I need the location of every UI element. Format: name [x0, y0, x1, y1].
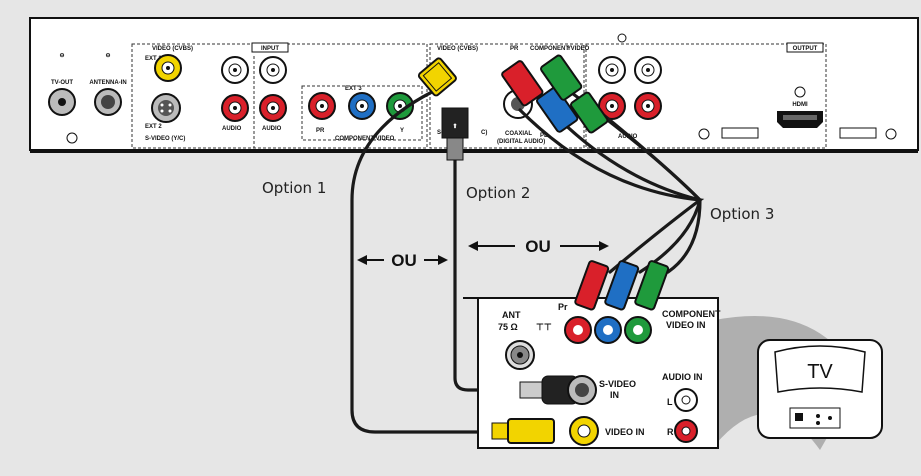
- component-plugs-top: [501, 54, 609, 134]
- audio-r-label: R: [667, 427, 674, 437]
- option2-label: Option 2: [466, 184, 530, 202]
- ext2-svideo-jack: [151, 93, 181, 123]
- antenna-in-label: ANTENNA-IN: [89, 80, 126, 86]
- tv-out-jack: [48, 88, 76, 116]
- out-video-cvbs-label: VIDEO (CVBS): [437, 46, 478, 52]
- out-pr-label: PR: [510, 46, 519, 52]
- component-video-in-label-2: VIDEO IN: [666, 320, 706, 330]
- composite-plug-top: [417, 57, 457, 97]
- audio-l-label: L: [667, 397, 673, 407]
- hdmi-port: [777, 111, 823, 128]
- svg-text:⬆: ⬆: [452, 123, 457, 130]
- audio-label-1: AUDIO: [222, 126, 242, 132]
- screw-hole: [66, 132, 78, 144]
- ext1-video-jack: [154, 54, 182, 82]
- output-audio-jacks: [598, 56, 662, 120]
- coaxial-jack: [503, 89, 533, 119]
- tv-audio-r-jack: [674, 419, 698, 443]
- audio-in-label: AUDIO IN: [662, 372, 703, 382]
- ou-label-1: OU: [391, 251, 417, 270]
- s-video-in-label-1: S-VIDEO: [599, 379, 636, 389]
- component-cable-blue: [553, 113, 702, 274]
- digital-audio-label: (DIGITAL AUDIO): [497, 139, 545, 145]
- input-label: INPUT: [261, 46, 279, 52]
- out-s-video-label: S-: [437, 130, 443, 136]
- tv-icon: TV: [757, 339, 883, 439]
- tv-label: TV: [807, 361, 833, 383]
- tv-out-label: TV-OUT: [51, 80, 73, 86]
- ohm-label: 75 Ω: [498, 322, 518, 332]
- ou-arrow-2: OU: [468, 237, 609, 256]
- antenna-symbol-icon: ⊖: [59, 53, 64, 59]
- option1-label: Option 1: [262, 179, 326, 197]
- out-c-label: C): [481, 130, 487, 136]
- ou-arrow-1: OU: [357, 251, 448, 270]
- s-video-in-label-2: IN: [610, 390, 619, 400]
- antenna-in-jack: [94, 88, 122, 116]
- player-back-panel: INPUT OUTPUT ⊖ TV-OUT ⊖ ANTENNA-IN VIDEO…: [0, 15, 921, 155]
- audio-jacks: [221, 56, 287, 122]
- ext3-component-video-label: COMPONENT VIDEO: [335, 136, 395, 142]
- video-in-label: VIDEO IN: [605, 427, 645, 437]
- ext3-y-label: Y: [400, 128, 404, 134]
- tv-component-jacks: [564, 316, 652, 344]
- hdmi-label: HDMI: [792, 102, 808, 108]
- component-cable-red: [518, 108, 705, 274]
- out-y-label: Y: [567, 46, 571, 52]
- tv-pr-label: Pr: [558, 302, 568, 312]
- coaxial-label: COAXIAL: [505, 131, 532, 137]
- ant-symbol-icon: ⊤⊤: [536, 322, 552, 332]
- ext2-label: EXT 2: [145, 124, 162, 130]
- ext1-label: EXT 1: [145, 56, 162, 62]
- video-cvbs-label: VIDEO (CVBS): [152, 46, 193, 52]
- ou-label-2: OU: [525, 237, 551, 256]
- composite-cable: [350, 86, 492, 434]
- panel-body: [29, 17, 919, 151]
- tv-audio-l-jack: [674, 388, 698, 412]
- tv-component-plugs: [574, 260, 670, 311]
- tv-ant-jack: [505, 340, 535, 370]
- component-video-in-label-1: COMPONENT: [662, 309, 721, 319]
- antenna-symbol-icon-2: ⊖: [105, 53, 110, 59]
- out-component-video-label: COMPONENT VIDEO: [530, 46, 590, 52]
- ext3-pr-label: PR: [316, 128, 325, 134]
- s-video-cable: [453, 158, 522, 392]
- tv-svideo-plug: [519, 375, 597, 405]
- ant-label: ANT: [502, 310, 521, 320]
- svideo-plug-top: ⬆: [441, 107, 469, 161]
- output-label: OUTPUT: [793, 46, 818, 52]
- ext3-label: EXT 3: [345, 86, 362, 92]
- audio-label-2: AUDIO: [262, 126, 282, 132]
- s-video-yc-label: S-VIDEO (Y/C): [145, 136, 185, 142]
- out-pb-label: PB: [540, 133, 549, 139]
- tv-composite-plug: [491, 416, 599, 446]
- option3-label: Option 3: [710, 205, 774, 223]
